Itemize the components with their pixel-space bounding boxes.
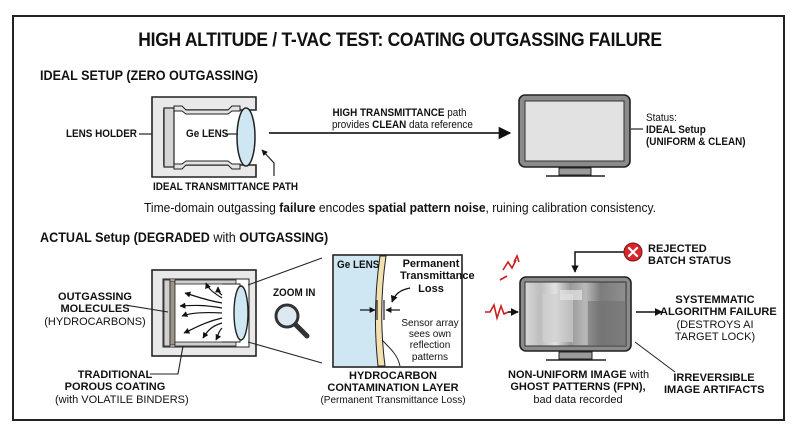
caption-emphasis: spatial pattern noise xyxy=(367,200,486,215)
artifacts-line: IMAGE ARTIFACTS xyxy=(664,384,765,397)
lens-holder-label: LENS HOLDER xyxy=(66,128,137,140)
actual-heading: ACTUAL Setup (DEGRADED with OUTGASSING) xyxy=(40,229,329,246)
actual-heading-bold: ACTUAL Setup (DEGRADED xyxy=(40,229,210,245)
loss-line: Loss xyxy=(418,282,444,295)
contamination-label: HYDROCARBON CONTAMINATION LAYER (Permane… xyxy=(318,370,468,406)
ge-lens-label: Ge LENS xyxy=(186,128,229,140)
molecules-leader xyxy=(124,304,169,313)
contamination-line: CONTAMINATION LAYER xyxy=(327,382,459,395)
artifacts-leader xyxy=(634,341,676,373)
molecules-line: OUTGASSING xyxy=(58,291,132,303)
image-label-text: bad data recorded xyxy=(533,393,623,406)
sensor-note: Sensor array sees own reflection pattern… xyxy=(398,318,462,363)
contamination-line: HYDROCARBON xyxy=(349,370,437,382)
zoom-ge-lens-label: Ge LENS xyxy=(337,259,380,271)
transmittance-note-text: path xyxy=(444,107,467,119)
contamination-line: (Permanent Transmittance Loss) xyxy=(320,394,466,406)
caption-emphasis: failure xyxy=(279,200,316,215)
rejected-arrow xyxy=(571,251,624,273)
status-value: IDEAL Setup xyxy=(646,124,706,136)
reject-x-icon xyxy=(623,242,643,262)
image-label-text: with xyxy=(626,369,650,381)
path-pointer-arrow xyxy=(261,149,275,176)
magnifier-icon xyxy=(274,303,310,339)
zoom-detail-panel xyxy=(332,254,463,368)
ideal-monitor xyxy=(518,94,631,177)
coating-label: TRADITIONAL POROUS COATING (with VOLATIL… xyxy=(55,369,189,406)
transmittance-loss-label: Permanent Transmittance Loss xyxy=(400,258,475,295)
page-title: HIGH ALTITUDE / T-VAC TEST: COATING OUTG… xyxy=(138,30,662,51)
coating-line: (with VOLATILE BINDERS) xyxy=(55,393,189,406)
failure-line: ALGORITHM FAILURE xyxy=(660,306,777,319)
ideal-heading: IDEAL SETUP (ZERO OUTGASSING) xyxy=(40,67,258,83)
irreversible-artifacts-label: IRREVERSIBLE IMAGE ARTIFACTS xyxy=(664,372,764,397)
sensor-line: Sensor array xyxy=(401,318,459,329)
loss-line: Transmittance xyxy=(400,270,475,283)
ideal-path-label: IDEAL TRANSMITTANCE PATH xyxy=(153,181,299,193)
ideal-lens-holder xyxy=(151,96,257,178)
degraded-monitor xyxy=(519,276,632,361)
failure-line: SYSTEMMATIC xyxy=(675,294,755,306)
caption-text: Time-domain outgassing xyxy=(143,200,280,215)
transmittance-note-bold: CLEAN xyxy=(372,119,407,132)
loss-line: Permanent xyxy=(402,258,460,270)
molecules-line: (HYDROCARBONS) xyxy=(44,315,146,328)
image-label-bold: NON-UNIFORM IMAGE xyxy=(508,369,627,381)
sensor-line: sees own xyxy=(408,329,452,341)
transmittance-note: HIGH TRANSMITTANCE path provides CLEAN d… xyxy=(332,107,473,132)
transmittance-note-text: data reference xyxy=(406,119,473,132)
ideal-ge-lens xyxy=(236,107,256,167)
molecules-line: MOLECULES xyxy=(60,303,130,316)
zoom-line-bottom xyxy=(247,341,323,364)
sensor-line: reflection xyxy=(409,340,451,352)
transmittance-note-text: provides xyxy=(332,119,373,132)
outgassing-arrows xyxy=(179,282,223,341)
failure-line: (DESTROYS AI xyxy=(676,318,754,331)
coating-line: TRADITIONAL xyxy=(77,369,153,381)
zoom-line-top xyxy=(247,257,323,286)
status-prefix: Status: xyxy=(646,112,677,124)
caption-text: encodes xyxy=(315,200,368,215)
zoom-in-label: ZOOM IN xyxy=(273,287,316,299)
status-detail: (UNIFORM & CLEAN) xyxy=(646,136,746,148)
actual-ge-lens xyxy=(233,285,249,341)
failure-line: TARGET LOCK) xyxy=(674,330,756,343)
actual-heading-bold: OUTGASSING) xyxy=(239,229,329,245)
caption-text: , ruining calibration consistency. xyxy=(485,200,657,215)
actual-heading-text: with xyxy=(209,229,240,245)
rejected-line: REJECTED xyxy=(648,243,707,255)
algorithm-failure-label: SYSTEMMATIC ALGORITHM FAILURE (DESTROYS … xyxy=(660,294,777,343)
molecules-label: OUTGASSING MOLECULES (HYDROCARBONS) xyxy=(40,291,150,328)
rejected-status-label: REJECTED BATCH STATUS xyxy=(648,243,731,268)
artifacts-line: IRREVERSIBLE xyxy=(673,372,755,384)
interference-icon xyxy=(485,253,520,321)
coating-line: POROUS COATING xyxy=(64,381,166,394)
transmittance-note-bold: HIGH TRANSMITTANCE xyxy=(332,107,445,119)
summary-caption: Time-domain outgassing failure encodes s… xyxy=(28,200,772,216)
sensor-line: patterns xyxy=(411,351,449,363)
non-uniform-image-label: NON-UNIFORM IMAGE with GHOST PATTERNS (F… xyxy=(508,369,650,406)
rejected-line: BATCH STATUS xyxy=(648,255,732,268)
coating-leader xyxy=(150,345,184,375)
image-label-bold: GHOST PATTERNS (FPN), xyxy=(510,381,646,394)
